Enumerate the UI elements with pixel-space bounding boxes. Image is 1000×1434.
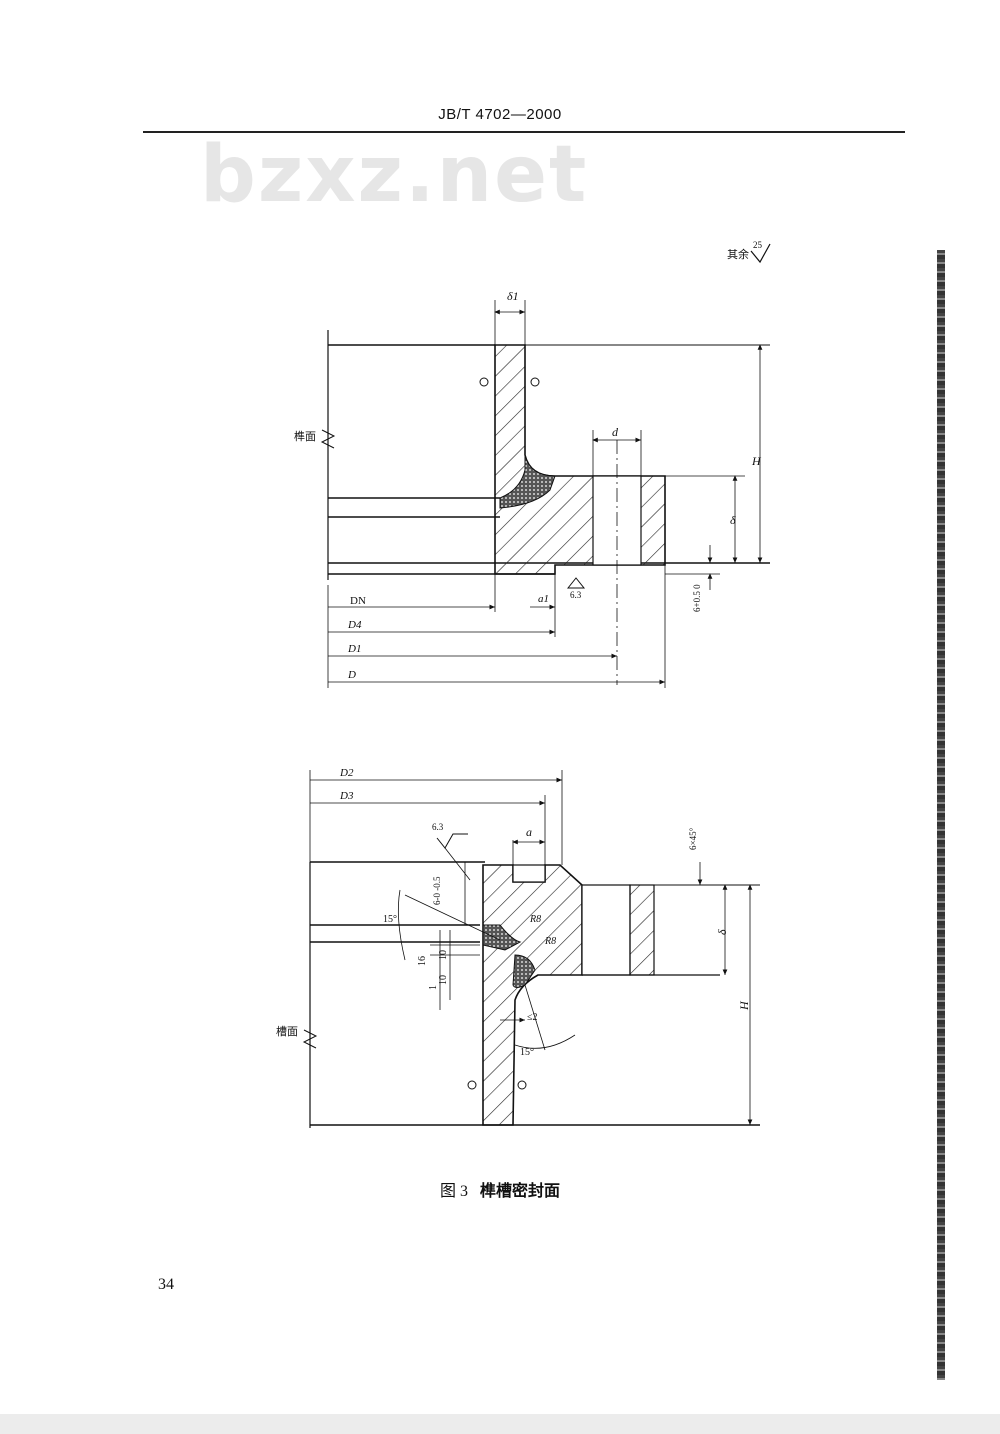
roughness-value: 25 xyxy=(753,240,763,250)
roughness-top: 6.3 xyxy=(570,590,582,600)
label-R8-upper: R8 xyxy=(529,914,541,925)
groove-face-label: 槽面 xyxy=(276,1025,298,1038)
label-dim-16: 16 xyxy=(417,956,428,966)
watermark: bzxz.net xyxy=(200,130,589,220)
label-delta-top: δ xyxy=(730,513,736,527)
label-delta1: δ1 xyxy=(507,289,519,303)
label-dim-10-lower: 10 xyxy=(438,975,449,985)
roughness-prefix: 其余 xyxy=(727,247,749,261)
roughness-symbol-icon xyxy=(750,243,771,264)
viewer-bottom-bar xyxy=(0,1414,1000,1434)
label-d: d xyxy=(612,425,619,439)
label-H-top: H xyxy=(751,454,762,468)
figure-bottom-groove-face xyxy=(302,770,760,1128)
roughness-bottom: 6.3 xyxy=(432,822,444,832)
label-chamfer: 6×45° xyxy=(688,827,698,850)
tongue-face-label: 榫面 xyxy=(294,429,316,443)
label-a1: a1 xyxy=(538,593,549,605)
standard-code-header: JB/T 4702—2000 xyxy=(438,106,562,123)
label-a: a xyxy=(526,825,532,839)
page-number: 34 xyxy=(158,1276,174,1293)
scan-edge xyxy=(937,250,945,1380)
label-angle-left: 15° xyxy=(383,914,397,925)
label-delta-bottom: δ xyxy=(715,929,729,935)
figure-top-tongue-face xyxy=(320,300,770,688)
label-DN: DN xyxy=(350,595,366,607)
label-D2: D2 xyxy=(339,767,354,779)
label-H-bottom: H xyxy=(737,1000,751,1011)
label-D4: D4 xyxy=(347,619,362,631)
label-angle-right: 15° xyxy=(520,1047,534,1058)
header-rule xyxy=(143,131,905,133)
tolerance-bottom: 6-0 -0.5 xyxy=(432,876,442,905)
figure-title: 榫槽密封面 xyxy=(480,1183,561,1200)
roughness-note: 其余 25 xyxy=(727,240,771,264)
label-dim-1: 1 xyxy=(428,985,439,990)
label-dim-le2: ≤2 xyxy=(527,1012,538,1023)
label-dim-10-upper: 10 xyxy=(438,950,449,960)
tolerance-top: 6+0.5 0 xyxy=(692,584,702,612)
figure-number: 图 3 xyxy=(439,1183,468,1200)
label-D1: D1 xyxy=(347,643,361,655)
label-D: D xyxy=(347,669,356,681)
label-D3: D3 xyxy=(339,790,354,802)
label-R8-lower: R8 xyxy=(544,936,556,947)
figure-caption: 图 3 榫槽密封面 xyxy=(0,1177,1000,1201)
